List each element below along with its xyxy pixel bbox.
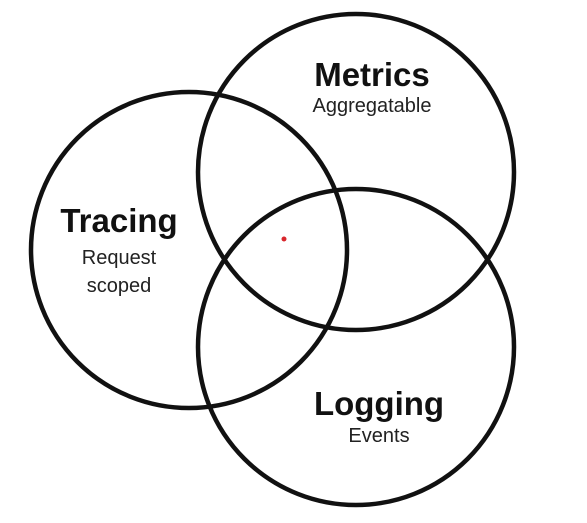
tracing-circle — [28, 89, 350, 411]
metrics-title: Metrics — [314, 56, 430, 93]
logging-title: Logging — [314, 385, 444, 422]
center-dot — [281, 236, 287, 242]
tracing-subtitle-line1: Request — [82, 247, 157, 269]
metrics-circle — [195, 11, 517, 333]
logging-circle — [195, 186, 517, 508]
metrics-subtitle: Aggregatable — [313, 95, 432, 117]
logging-subtitle: Events — [348, 425, 409, 447]
tracing-subtitle-line2: scoped — [87, 275, 152, 297]
tracing-title: Tracing — [60, 202, 177, 239]
